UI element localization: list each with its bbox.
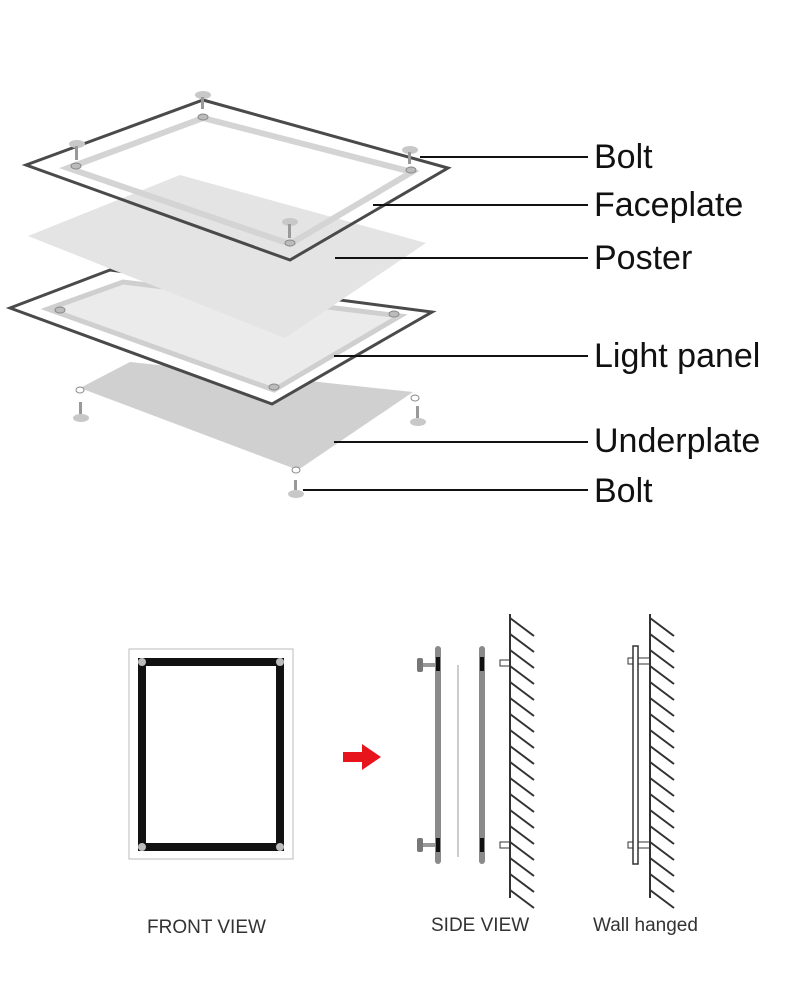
top-bolt-1 (195, 91, 211, 109)
wall-hanged-caption: Wall hanged (593, 915, 698, 936)
faceplate-shape (21, 98, 452, 262)
underplate-bolt-bottom (288, 466, 304, 498)
poster-shape (28, 175, 426, 338)
wall-hanged-diagram (627, 614, 675, 909)
underplate-bolt-left (73, 386, 89, 422)
underplate-shape (80, 362, 413, 470)
red-arrow-icon (343, 744, 381, 770)
label-underplate: Underplate (594, 422, 761, 460)
label-bolt-bottom: Bolt (594, 472, 653, 510)
label-light-panel: Light panel (594, 337, 761, 375)
top-bolt-3 (402, 146, 418, 164)
side-view-diagram (417, 614, 535, 909)
top-bolt-2 (69, 140, 85, 160)
underplate-bolt-right (410, 394, 426, 426)
front-view-caption: FRONT VIEW (147, 917, 266, 938)
label-faceplate: Faceplate (594, 186, 744, 224)
label-poster: Poster (594, 239, 693, 277)
side-view-caption: SIDE VIEW (431, 915, 530, 936)
label-bolt-top: Bolt (594, 138, 653, 176)
top-bolt-4 (282, 218, 298, 238)
front-view-diagram (128, 648, 294, 860)
